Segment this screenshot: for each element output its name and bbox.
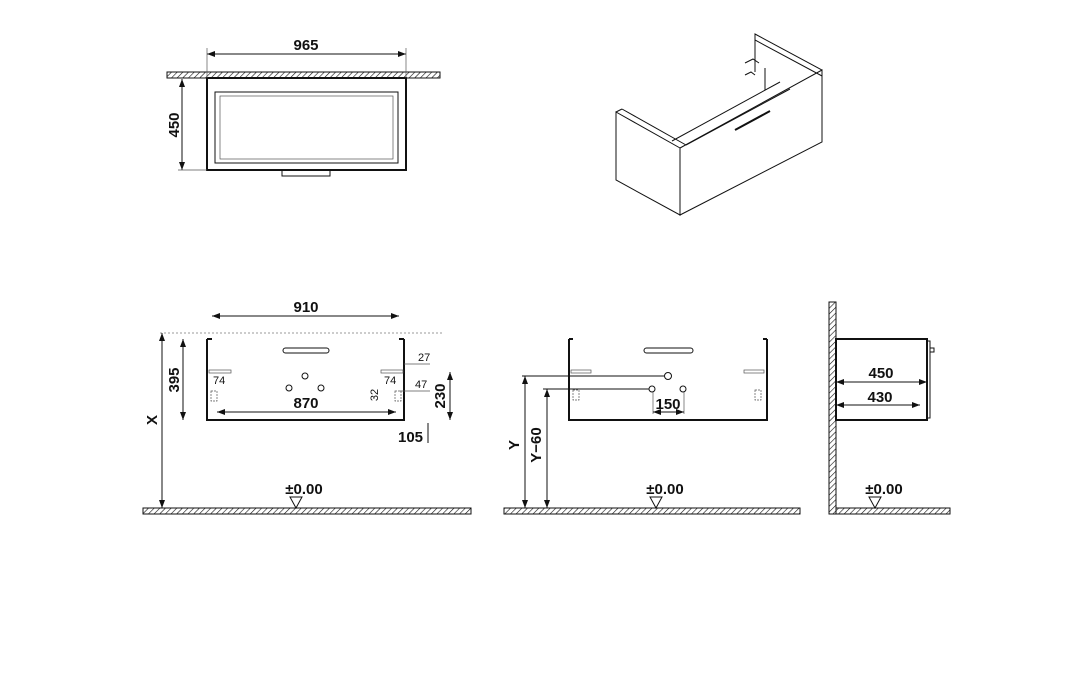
dim-bottom-offset: 105	[398, 429, 423, 446]
cabinet-outline	[206, 338, 405, 421]
dim-depth-inner: 430	[867, 389, 892, 406]
top-view: 965 450	[166, 37, 441, 177]
dim-bracket-gap: 32	[369, 389, 381, 401]
handle	[734, 110, 771, 131]
dim-width: 965	[293, 37, 318, 54]
handle	[282, 347, 330, 354]
plumbing-view: Y Y−60 150 ±0.00	[503, 338, 801, 515]
floor	[835, 507, 951, 515]
dim-depth: 450	[166, 112, 183, 137]
dim-bracket-offset: 47	[415, 379, 427, 391]
wall	[828, 301, 837, 515]
isometric-view	[615, 33, 823, 216]
dim-bracket-left: 74	[213, 375, 225, 387]
drawer-outline	[214, 91, 399, 164]
dim-drain-height: Y	[506, 440, 523, 450]
dim-side-offset: 27	[418, 352, 430, 364]
drain-hole	[664, 372, 672, 380]
floor-level: ±0.00	[865, 481, 902, 498]
floor	[503, 507, 801, 515]
front-view: 910 395 X 870 27 47 230 105 74 74 32 ±0.…	[142, 299, 472, 515]
dim-bracket-height: 230	[432, 383, 449, 408]
dim-supply-spacing: 150	[655, 396, 680, 413]
drawer-front	[679, 69, 823, 216]
handle	[281, 169, 331, 177]
dim-bracket-right: 74	[384, 375, 396, 387]
dim-mount-height: X	[144, 415, 161, 425]
cabinet-outline	[568, 338, 768, 421]
floor	[142, 507, 472, 515]
floor-level: ±0.00	[646, 481, 683, 498]
dim-hole-spacing: 870	[293, 395, 318, 412]
side-view: 450 430 ±0.00	[828, 301, 951, 515]
floor-level: ±0.00	[285, 481, 322, 498]
dim-width-top: 910	[293, 299, 318, 316]
handle	[643, 347, 694, 354]
dim-height: 395	[166, 367, 183, 392]
dim-depth-outer: 450	[868, 365, 893, 382]
dim-supply-height: Y−60	[528, 427, 545, 462]
